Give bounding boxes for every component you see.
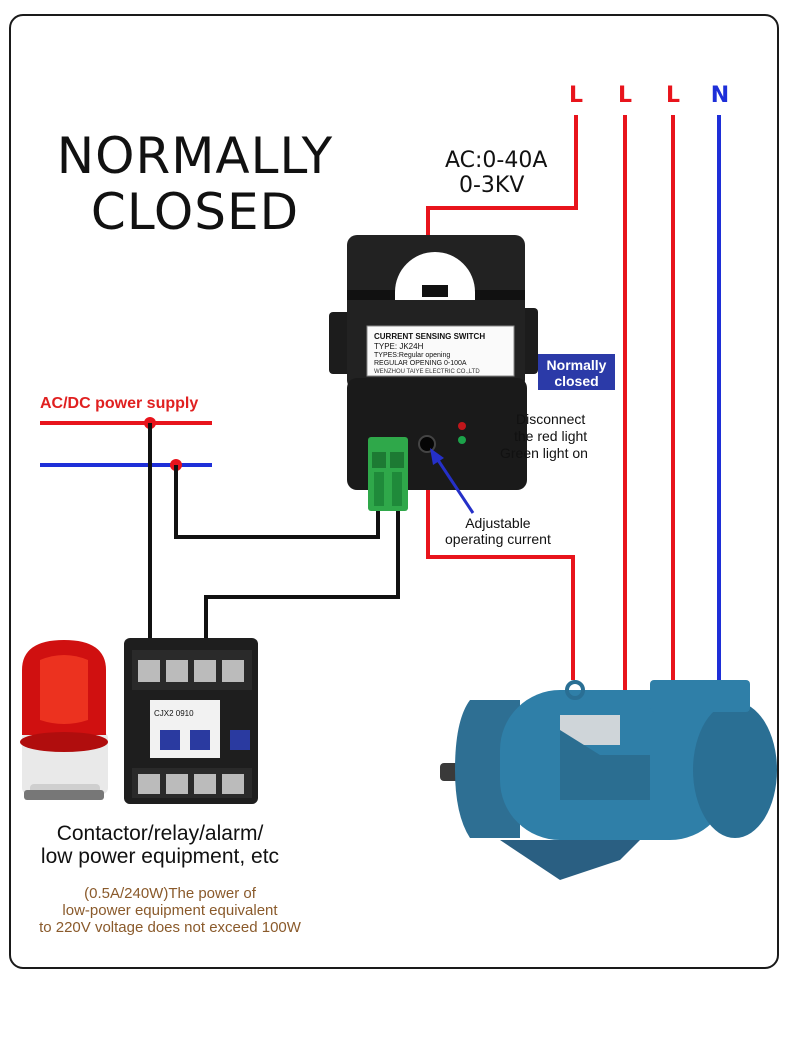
control-wire-b xyxy=(204,505,400,640)
red-led xyxy=(458,422,466,430)
current-sensing-switch xyxy=(329,235,538,511)
phase-label: L xyxy=(618,83,632,108)
phase-label: L xyxy=(666,83,680,108)
equipment-line-2: low power equipment, etc xyxy=(40,845,280,868)
phase-label: L xyxy=(569,83,583,108)
badge-line-1: Normally xyxy=(546,357,607,373)
contactor-icon xyxy=(124,638,258,804)
status-line-3: Green light on xyxy=(500,445,588,461)
equipment-line-1: Contactor/relay/alarm/ xyxy=(56,822,264,845)
power-note: (0.5A/240W)The power of low-power equipm… xyxy=(20,885,320,936)
phase-label: N xyxy=(711,83,729,108)
sensor-label-line3: TYPES:Regular opening xyxy=(374,352,450,359)
sensor-label-line2: TYPE: JK24H xyxy=(374,342,424,351)
adjust-label: Adjustable operating current xyxy=(445,515,551,547)
rating-line-1: AC:0-40A xyxy=(445,148,548,173)
adjust-knob xyxy=(418,435,436,453)
adjust-line-1: Adjustable xyxy=(465,515,531,531)
diagram-frame xyxy=(9,14,779,969)
page-title: NORMALLY CLOSED xyxy=(40,128,350,240)
note-line-3: to 220V voltage does not exceed 100W xyxy=(39,919,301,936)
sensor-label-line4: REGULAR OPENING 0-100A xyxy=(374,360,467,367)
contactor-model: CJX2 0910 xyxy=(154,709,194,718)
rating-label: AC:0-40A 0-3KV xyxy=(445,148,547,198)
badge-line-2: closed xyxy=(554,373,599,389)
control-wire-a xyxy=(174,465,380,539)
sensor-label-line5: WENZHOU TAIYE ELECTRIC CO.,LTD xyxy=(374,369,480,375)
adjust-arrow xyxy=(430,448,475,514)
adjust-line-2: operating current xyxy=(445,531,551,547)
title-line-2: CLOSED xyxy=(90,183,300,241)
normally-closed-badge: Normally closed xyxy=(538,354,615,390)
phase-line-l1-load xyxy=(426,490,575,680)
rating-line-2: 0-3KV xyxy=(459,173,525,198)
electric-motor-icon xyxy=(440,680,777,880)
equipment-caption: Contactor/relay/alarm/ low power equipme… xyxy=(20,822,300,868)
note-line-1: (0.5A/240W)The power of xyxy=(84,885,256,902)
status-line-1: Disconnect xyxy=(516,411,586,427)
status-line-2: the red light xyxy=(514,428,588,444)
green-led xyxy=(458,436,466,444)
title-line-1: NORMALLY xyxy=(56,127,334,185)
sensor-label-line1: CURRENT SENSING SWITCH xyxy=(374,332,485,341)
warning-light-icon xyxy=(20,640,108,800)
supply-label: AC/DC power supply xyxy=(40,395,199,412)
note-line-2: low-power equipment equivalent xyxy=(62,902,278,919)
indicator-status: Disconnect the red light Green light on xyxy=(500,411,588,462)
